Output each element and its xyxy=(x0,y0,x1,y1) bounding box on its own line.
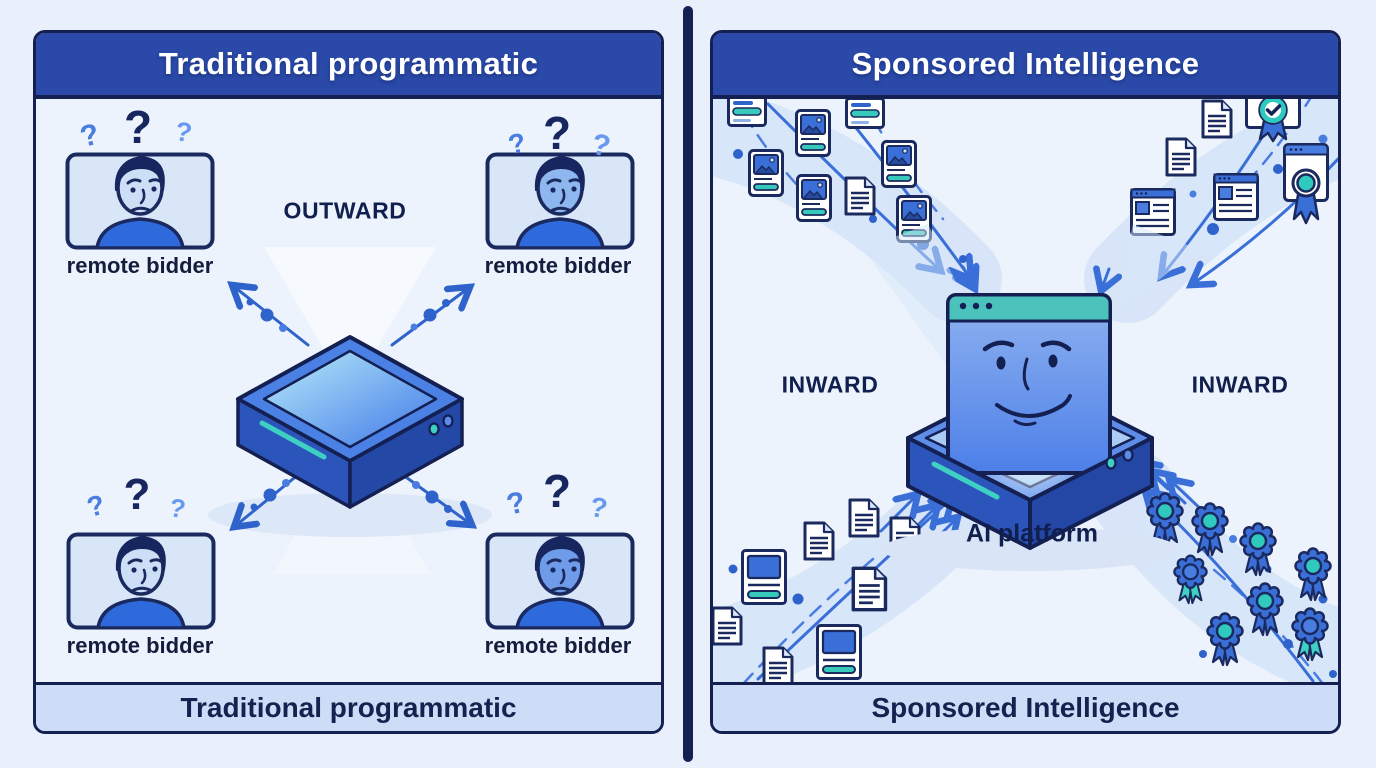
panel-traditional-programmatic: Traditional programmatic xyxy=(33,30,664,734)
right-footer-banner: Sponsored Intelligence xyxy=(713,682,1338,731)
ad-card-icon xyxy=(881,140,917,188)
svg-text:?: ? xyxy=(543,107,571,159)
left-header-banner: Traditional programmatic xyxy=(36,33,661,99)
svg-text:?: ? xyxy=(84,489,108,523)
ad-card-icon xyxy=(796,174,832,222)
svg-text:?: ? xyxy=(505,127,528,161)
left-panel-body: ? ? ? ? ? ? ? ? ? ? ? ? xyxy=(36,99,661,682)
svg-text:?: ? xyxy=(77,118,103,154)
svg-text:?: ? xyxy=(504,486,529,522)
right-panel-body: INWARD INWARD AI platform xyxy=(713,99,1338,682)
left-footer-title: Traditional programmatic xyxy=(180,692,517,723)
article-card-icon xyxy=(1213,173,1259,221)
document-icon xyxy=(713,606,743,646)
ad-card-icon xyxy=(748,149,784,197)
inward-label-left: INWARD xyxy=(781,371,879,398)
platform-teal-stripe xyxy=(931,461,1000,500)
right-header-title: Sponsored Intelligence xyxy=(851,46,1200,81)
svg-text:?: ? xyxy=(588,491,610,525)
content-card-icon xyxy=(845,99,885,129)
ad-exchange-hub-illustration xyxy=(236,335,464,509)
outward-label: OUTWARD xyxy=(283,197,407,224)
question-marks-bottom-right: ? ? ? xyxy=(504,465,610,524)
award-badge-icon xyxy=(1206,612,1244,667)
hub-glow-top xyxy=(264,247,436,394)
panel-divider xyxy=(683,6,693,762)
right-footer-title: Sponsored Intelligence xyxy=(871,692,1180,723)
platform-button-blue xyxy=(1122,448,1134,462)
ai-platform-illustration xyxy=(863,224,1198,571)
platform-button-teal xyxy=(1105,456,1117,470)
svg-text:?: ? xyxy=(124,101,152,153)
document-icon xyxy=(844,176,876,216)
left-header-title: Traditional programmatic xyxy=(158,46,539,81)
panel-sponsored-intelligence: Sponsored Intelligence xyxy=(710,30,1341,734)
remote-bidder-illustration-top-left xyxy=(68,155,213,249)
ai-window-illustration xyxy=(946,293,1112,475)
remote-bidder-label-bottom-right: remote bidder xyxy=(484,633,632,658)
seal-window-icon xyxy=(1283,143,1329,225)
media-card-icon xyxy=(816,624,862,680)
document-icon xyxy=(762,646,794,682)
document-icon xyxy=(1201,99,1233,139)
left-footer-banner: Traditional programmatic xyxy=(36,682,661,731)
svg-text:?: ? xyxy=(124,470,151,519)
svg-text:?: ? xyxy=(173,116,194,148)
remote-bidder-label-bottom-left: remote bidder xyxy=(66,633,214,658)
remote-bidder-illustration-bottom-right xyxy=(488,535,633,629)
ad-card-icon xyxy=(795,109,831,157)
sponsored-illustration xyxy=(713,99,1338,682)
media-card-icon xyxy=(741,549,787,605)
traditional-illustration: ? ? ? ? ? ? ? ? ? ? ? ? xyxy=(36,101,661,682)
hub-teal-stripe xyxy=(259,420,327,460)
remote-bidder-illustration-top-right xyxy=(488,155,633,249)
question-marks-bottom-left: ? ? ? xyxy=(84,470,188,524)
svg-text:?: ? xyxy=(167,492,188,524)
question-marks-top-left: ? ? ? xyxy=(77,101,194,154)
ai-platform-label: AI platform xyxy=(966,519,1098,548)
hub-shadow xyxy=(208,493,492,537)
right-header-banner: Sponsored Intelligence xyxy=(713,33,1338,99)
hub-button-teal xyxy=(428,422,440,436)
question-marks-top-right: ? ? ? xyxy=(505,107,613,164)
ai-face xyxy=(982,340,1072,427)
document-icon xyxy=(803,521,835,561)
hub-button-blue xyxy=(442,414,454,428)
document-icon xyxy=(848,498,880,538)
svg-text:?: ? xyxy=(543,465,571,517)
remote-bidder-illustration-bottom-left xyxy=(69,535,214,629)
document-icon xyxy=(851,566,888,612)
remote-bidder-label-top-left: remote bidder xyxy=(66,253,214,278)
remote-bidder-label-top-right: remote bidder xyxy=(484,253,632,278)
document-icon xyxy=(1165,137,1197,177)
inward-label-right: INWARD xyxy=(1191,371,1289,398)
content-card-icon xyxy=(727,99,767,127)
